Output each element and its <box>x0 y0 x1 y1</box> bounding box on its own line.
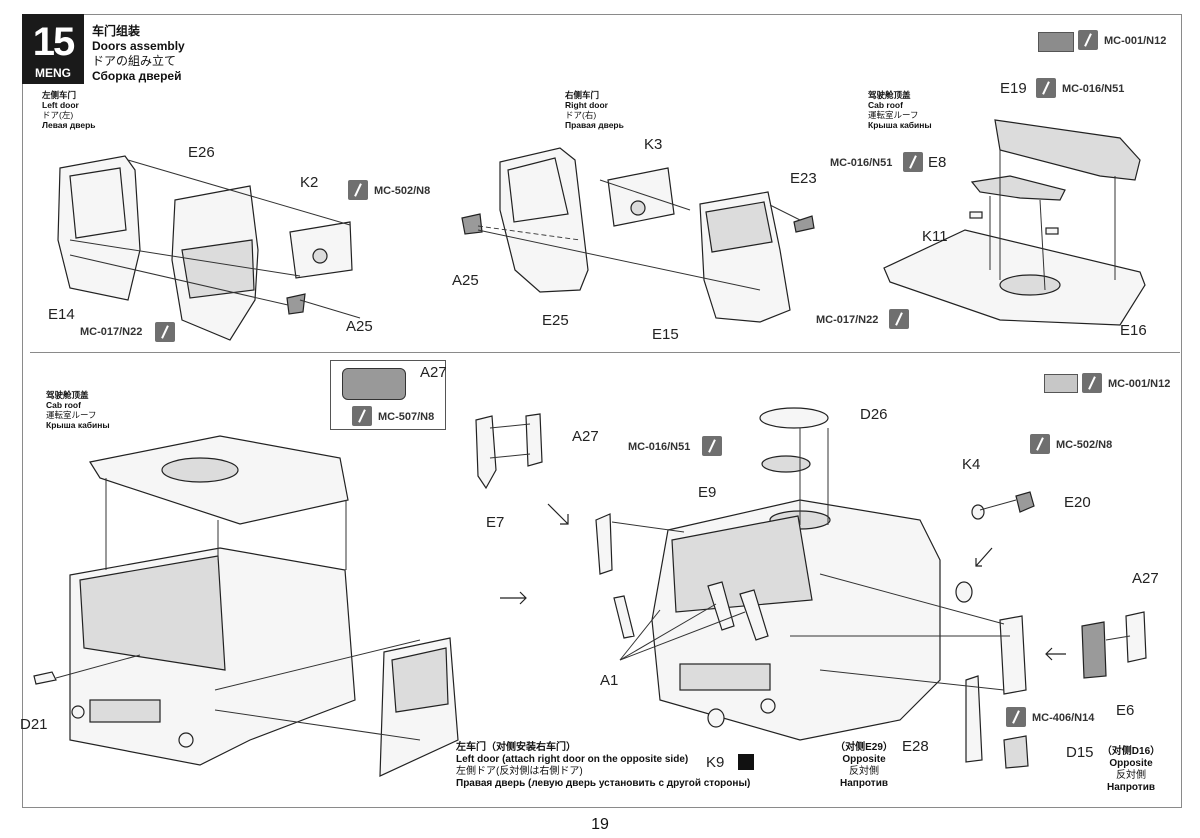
brush-icon <box>1078 30 1098 50</box>
color-swatch-light <box>1044 374 1078 393</box>
brush-icon <box>1030 434 1050 454</box>
step-title: 车门组装 Doors assembly ドアの組み立て Сборка двере… <box>92 24 185 84</box>
part-label: K11 <box>922 228 948 245</box>
paint-code: MC-016/N51 <box>1062 83 1125 95</box>
paint-code: MC-502/N8 <box>374 185 431 197</box>
part-label: K3 <box>644 136 663 153</box>
paint-code: MC-016/N51 <box>628 441 691 453</box>
paint-code: MC-406/N14 <box>1032 712 1095 724</box>
brush-icon <box>1036 78 1056 98</box>
mirror-e7-drawing <box>475 413 569 605</box>
brush-icon <box>702 436 722 456</box>
brush-icon <box>348 180 368 200</box>
color-swatch-dark <box>1038 32 1074 52</box>
paint-code: MC-001/N12 <box>1108 378 1171 390</box>
step-badge: 15 MENG <box>22 14 84 84</box>
part-label: E23 <box>790 170 817 187</box>
part-label: A27 <box>1132 570 1159 587</box>
paint-code: MC-502/N8 <box>1056 439 1113 451</box>
part-label: E19 <box>1000 80 1027 97</box>
page-frame <box>22 14 1182 808</box>
part-label: K4 <box>962 456 981 473</box>
part-label: E25 <box>542 312 569 329</box>
part-label: D26 <box>860 406 888 423</box>
title-ru: Сборка дверей <box>92 69 182 83</box>
part-label: A27 <box>572 428 599 445</box>
part-label: D21 <box>20 716 48 733</box>
part-label: E9 <box>698 484 717 501</box>
part-label: E26 <box>188 144 215 161</box>
part-label: E6 <box>1116 702 1135 719</box>
brush-icon <box>889 309 909 329</box>
paint-code: MC-017/N22 <box>816 314 879 326</box>
brand-logo: MENG <box>35 66 71 80</box>
part-label: K9 <box>706 754 725 771</box>
title-ja: ドアの組み立て <box>92 54 177 68</box>
part-label: A25 <box>452 272 479 289</box>
paint-code: MC-016/N51 <box>830 157 893 169</box>
cab-roof-drawing <box>883 119 1146 326</box>
mirror-glass-part <box>342 368 406 400</box>
cab-assembly-drawing-right <box>595 407 1147 769</box>
part-label: E7 <box>486 514 505 531</box>
paint-code: MC-001/N12 <box>1104 35 1167 47</box>
paint-code: MC-507/N8 <box>378 411 435 423</box>
cab-assembly-drawing-left <box>33 435 459 777</box>
right-door-drawing <box>461 147 815 323</box>
title-zh: 车门组装 <box>92 24 141 38</box>
part-label: E16 <box>1120 322 1147 339</box>
brush-icon <box>155 322 175 342</box>
cut-mark-icon <box>738 754 754 770</box>
title-en: Doors assembly <box>92 39 185 53</box>
part-label: A1 <box>600 672 619 689</box>
note-d15-opposite: （对侧D16） Opposite 反対側 Напротив <box>1101 746 1161 793</box>
page-number: 19 <box>591 816 609 833</box>
brush-icon <box>352 406 372 426</box>
part-label: E28 <box>902 738 929 755</box>
brush-icon <box>1006 707 1026 727</box>
part-label: E8 <box>928 154 947 171</box>
part-label: A27 <box>420 364 447 381</box>
paint-code: MC-017/N22 <box>80 326 143 338</box>
note-left-door: 左车门（对侧安装右车门） Left door (attach right doo… <box>456 742 751 789</box>
part-label: E15 <box>652 326 679 343</box>
part-label: D15 <box>1066 744 1094 761</box>
brush-icon <box>903 152 923 172</box>
left-door-drawing <box>57 155 361 341</box>
step-number: 15 <box>32 20 76 64</box>
part-label: K2 <box>300 174 319 191</box>
section-divider <box>30 352 1180 353</box>
inset-part-box <box>330 360 446 430</box>
part-label: E14 <box>48 306 75 323</box>
brush-icon <box>1082 373 1102 393</box>
note-e28-opposite: （对侧E29） Opposite 反対側 Напротив <box>835 742 893 789</box>
part-label: A25 <box>346 318 373 335</box>
part-label: E20 <box>1064 494 1091 511</box>
